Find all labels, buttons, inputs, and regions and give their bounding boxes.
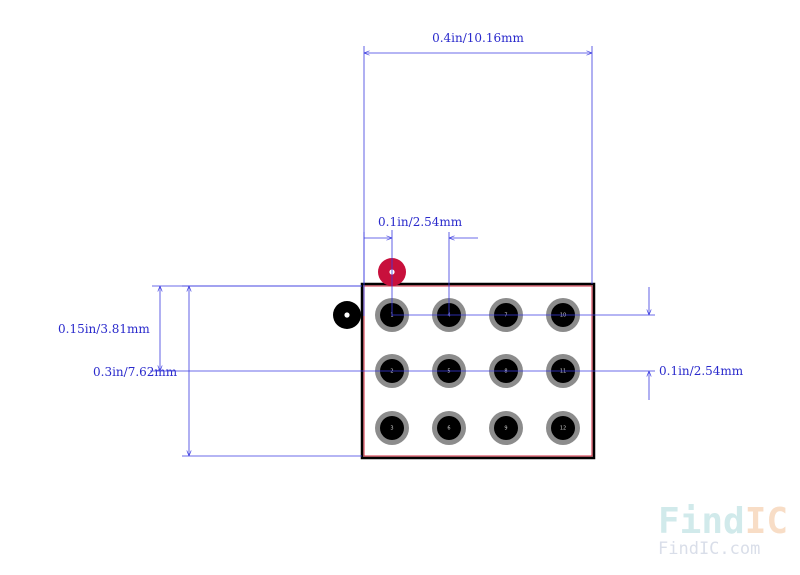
watermark: FindIC FindIC.com xyxy=(658,501,788,559)
pad-3: 3 xyxy=(375,411,409,445)
pin-number: 8 xyxy=(504,369,507,375)
dimension-pitch-horizontal-label: 0.1in/2.54mm xyxy=(378,215,463,229)
dimension-pitch-vertical: 0.1in/2.54mm xyxy=(150,287,744,400)
watermark-url: FindIC.com xyxy=(658,539,760,559)
pad-hole xyxy=(551,416,575,440)
dimension-height-total-label: 0.3in/7.62mm xyxy=(93,365,178,379)
pin-number: 10 xyxy=(560,313,566,319)
pin-number: 6 xyxy=(447,426,450,432)
dimension-row-offset: 0.15in/3.81mm xyxy=(58,285,362,371)
dimension-row-offset-label: 0.15in/3.81mm xyxy=(58,322,150,336)
pin-number: 9 xyxy=(504,426,507,432)
pad-hole xyxy=(494,416,518,440)
pin-number: 2 xyxy=(390,369,393,375)
watermark-logo-find: Find xyxy=(658,501,745,542)
pad-9: 9 xyxy=(489,411,523,445)
pad-hole xyxy=(380,416,404,440)
pin-number: 3 xyxy=(390,426,393,432)
pin-number: 5 xyxy=(447,369,450,375)
dimension-width-total-label: 0.4in/10.16mm xyxy=(432,31,524,45)
dimension-pitch-horizontal: 0.1in/2.54mm xyxy=(363,215,478,316)
pin-number: 11 xyxy=(560,369,566,375)
watermark-logo-ic: IC xyxy=(745,501,788,542)
svg-text:FindIC: FindIC xyxy=(658,501,788,542)
pad-6: 6 xyxy=(432,411,466,445)
pad-12: 12 xyxy=(546,411,580,445)
pin-number: 12 xyxy=(560,426,566,432)
dimension-width-total: 0.4in/10.16mm xyxy=(363,31,593,284)
pad-hole xyxy=(437,416,461,440)
pin-number: 7 xyxy=(504,313,507,319)
dimension-pitch-vertical-label: 0.1in/2.54mm xyxy=(659,364,744,378)
orientation-mark xyxy=(333,301,361,329)
